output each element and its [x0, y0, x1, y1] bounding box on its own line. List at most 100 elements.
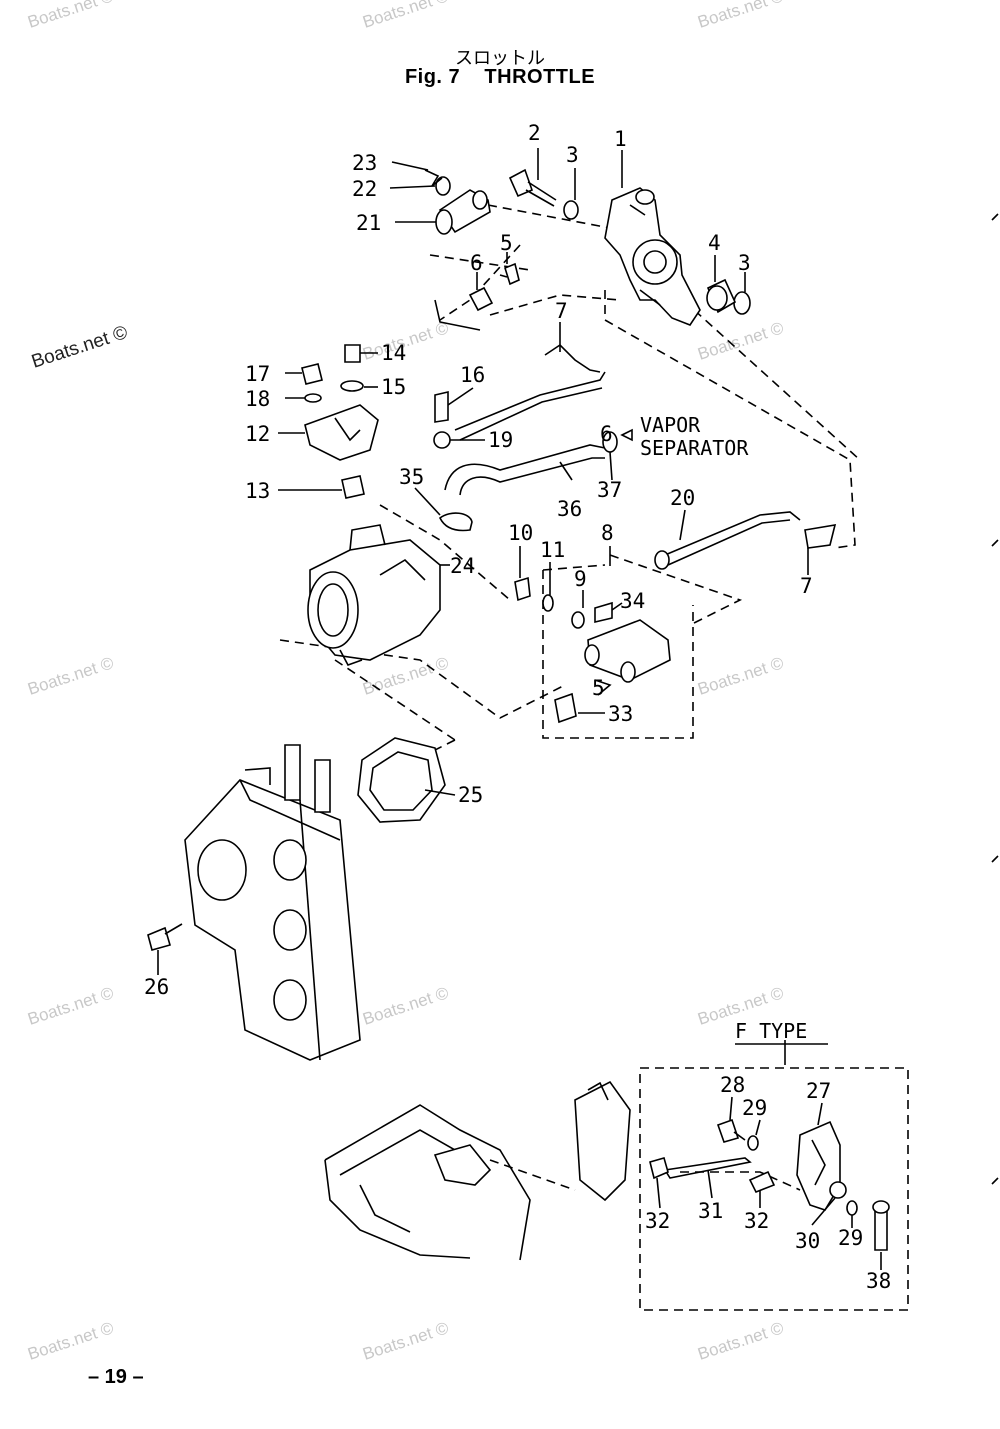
part-label: 18	[245, 387, 270, 411]
part-label: 6	[600, 422, 613, 446]
watermark: Boats.net ©	[25, 983, 116, 1029]
throttle-rod	[433, 371, 606, 449]
rod-20	[654, 511, 837, 570]
part-label: 27	[806, 1079, 831, 1103]
part-label: 29	[742, 1096, 767, 1120]
bolt-2	[508, 168, 557, 207]
part-label: 16	[460, 363, 485, 387]
hose-36	[444, 444, 606, 496]
part-label: 15	[381, 375, 406, 399]
washer-3	[563, 200, 579, 220]
part-label: 24	[450, 554, 475, 578]
watermark-dark: Boats.net ©	[29, 322, 130, 373]
part-label: 12	[245, 422, 270, 446]
part-label: 11	[540, 538, 565, 562]
page-number: – 19 –	[88, 1366, 144, 1388]
part-label: 2	[528, 121, 541, 145]
part-label: 3	[566, 143, 579, 167]
part-label: 6	[470, 251, 483, 275]
grommet-13	[341, 475, 365, 499]
part-label: 13	[245, 479, 270, 503]
clip-23	[424, 169, 443, 187]
part-label: 38	[866, 1269, 891, 1293]
washer-3-right	[733, 291, 751, 315]
part-label: 30	[795, 1229, 820, 1253]
part-label: 26	[144, 975, 169, 999]
part-label: 19	[488, 428, 513, 452]
bracket-lever	[434, 299, 481, 331]
watermarks: Boats.net © Boats.net © Boats.net © Boat…	[25, 0, 786, 1364]
part-label: 1	[614, 127, 627, 151]
figure-title: Fig. 7 THROTTLE	[0, 66, 1000, 89]
figure-name: THROTTLE	[484, 66, 596, 88]
watermark: Boats.net ©	[360, 0, 451, 32]
figure-number: Fig. 7	[404, 66, 461, 88]
separator-label: SEPARATOR	[640, 436, 749, 460]
ball-joint-21	[435, 189, 491, 235]
intake-manifold	[184, 744, 361, 1061]
leader-lines	[157, 148, 882, 1270]
engine-partial-view	[324, 1080, 631, 1261]
watermark: Boats.net ©	[25, 0, 116, 32]
part-label: 36	[557, 497, 582, 521]
clamp-35	[438, 512, 473, 532]
part-label: 20	[670, 486, 695, 510]
washer-22	[435, 176, 451, 196]
margin-marks	[991, 213, 999, 1185]
part-label: 5	[592, 676, 605, 700]
bolt-14	[344, 344, 361, 363]
nut-17	[301, 363, 323, 385]
watermark: Boats.net ©	[695, 0, 786, 32]
collar-4	[706, 278, 737, 314]
part-label: 7	[800, 574, 813, 598]
part-label: 34	[620, 589, 645, 613]
clip-7	[544, 343, 601, 373]
part-label: 4	[708, 231, 721, 255]
title-japanese: スロットル	[455, 48, 545, 69]
part-label: 5	[500, 231, 513, 255]
part-label: 21	[356, 211, 381, 235]
part-label: 8	[601, 521, 614, 545]
bolt-26	[147, 923, 183, 951]
part-label: 29	[838, 1226, 863, 1250]
watermark: Boats.net ©	[695, 1318, 786, 1364]
screw-10	[514, 576, 531, 602]
throttle-body	[307, 524, 441, 666]
gasket-25	[357, 737, 446, 823]
part-label: 33	[608, 702, 633, 726]
part-label: 9	[574, 567, 587, 591]
washer-11	[542, 594, 554, 612]
throttle-sensor	[554, 601, 671, 724]
part-label: 14	[381, 341, 406, 365]
part-label: 3	[738, 251, 751, 275]
part-number-labels: 2 3 1 4 3 5 6 7 23 22 21 14 15 17 18 12 …	[144, 121, 891, 1293]
vapor-separator-callout: VAPOR SEPARATOR	[620, 413, 749, 460]
part-label: 7	[555, 299, 568, 323]
part-label: 35	[399, 465, 424, 489]
part-label: 17	[245, 362, 270, 386]
watermark: Boats.net ©	[695, 653, 786, 699]
watermark: Boats.net ©	[360, 1318, 451, 1364]
f-type-label: F TYPE	[735, 1019, 807, 1043]
vapor-label: VAPOR	[640, 413, 701, 437]
part-label: 28	[720, 1073, 745, 1097]
throttle-lever-bracket	[604, 187, 701, 326]
f-type-group: F TYPE	[735, 1019, 828, 1045]
part-label: 37	[597, 478, 622, 502]
part-label: 25	[458, 783, 483, 807]
part-label: 23	[352, 151, 377, 175]
collar-6	[468, 286, 494, 312]
part-label: 10	[508, 521, 533, 545]
part-label: 22	[352, 177, 377, 201]
part-label: 31	[698, 1199, 723, 1223]
watermark: Boats.net ©	[25, 653, 116, 699]
part-label: 32	[744, 1209, 769, 1233]
watermark: Boats.net ©	[360, 983, 451, 1029]
screw-5	[499, 262, 520, 286]
plate-12	[304, 404, 379, 461]
washer-15	[340, 380, 364, 392]
watermark: Boats.net ©	[695, 318, 786, 364]
watermark: Boats.net ©	[360, 653, 451, 699]
